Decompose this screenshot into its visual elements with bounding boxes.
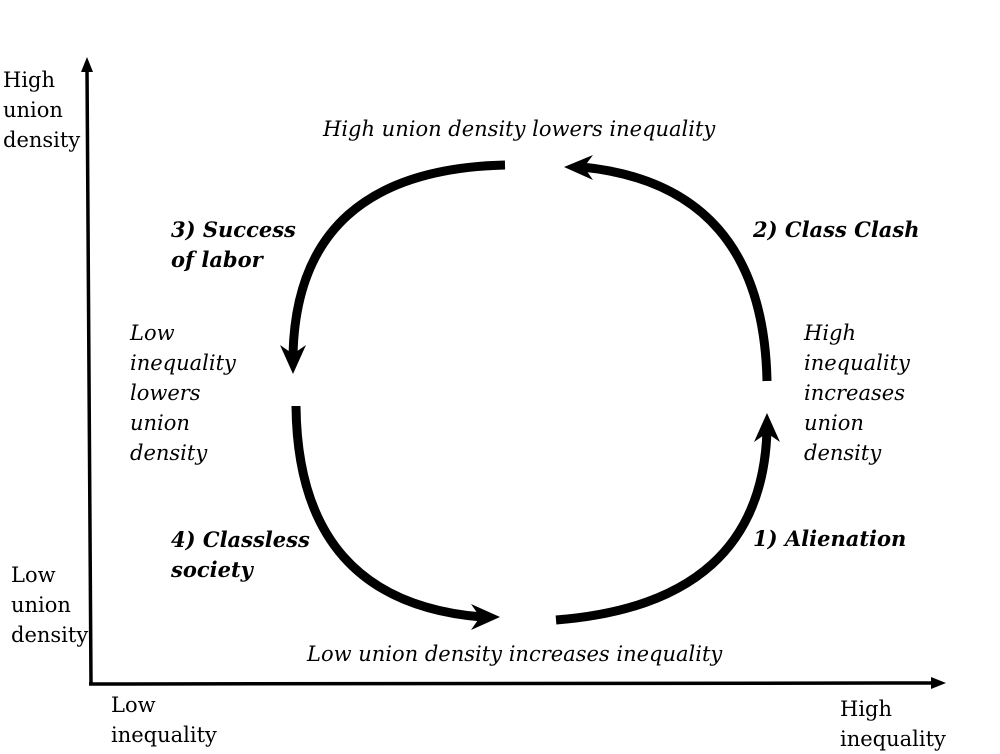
stage-1-label: 1) Alienation <box>753 526 907 551</box>
y-axis-arrowhead <box>81 57 93 72</box>
x-axis <box>88 681 936 686</box>
arrowhead-class-clash <box>564 155 593 180</box>
y-axis-bottom-label: Low union density <box>11 563 89 647</box>
arrowhead-alienation <box>754 413 780 442</box>
y-axis-top-label: High union density <box>3 68 81 152</box>
top-transition-label: High union density lowers inequality <box>323 117 716 141</box>
arc-class-clash <box>581 162 772 382</box>
stage-3-label: 3) Success of labor <box>171 217 296 272</box>
x-axis-left-label: Low inequality <box>111 693 217 747</box>
arc-success-of-labor <box>288 160 506 356</box>
right-transition-label: High inequality increases union density <box>804 321 910 465</box>
arc-alienation <box>555 429 772 625</box>
y-axis <box>85 67 93 685</box>
arc-classless-society <box>291 405 483 622</box>
arrowhead-classless-society <box>471 604 500 630</box>
arrowhead-success-of-labor <box>280 345 306 374</box>
left-transition-label: Low inequality lowers union density <box>130 321 236 465</box>
stage-4-label: 4) Classless society <box>171 527 310 582</box>
stage-2-label: 2) Class Clash <box>753 217 920 242</box>
x-axis-right-label: High inequality <box>840 697 946 751</box>
x-axis-arrowhead <box>931 677 946 689</box>
bottom-transition-label: Low union density increases inequality <box>307 642 723 666</box>
